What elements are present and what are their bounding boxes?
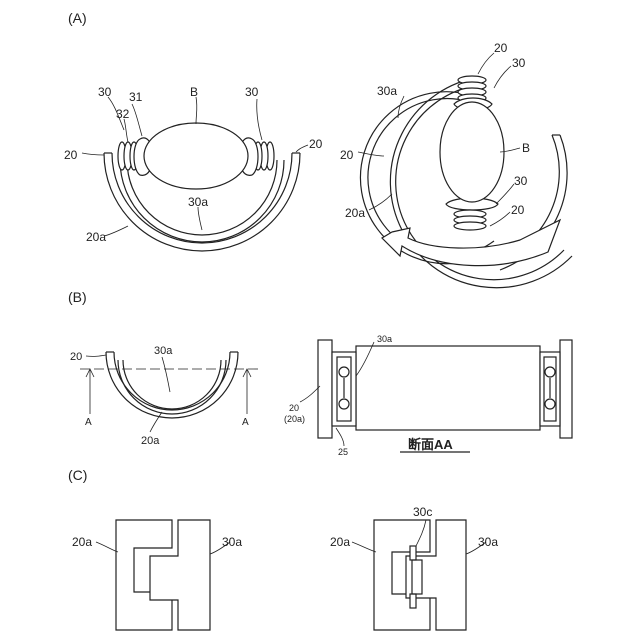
b-left-label-20: 20 [70,351,82,363]
panel-label-a: (A) [68,10,87,26]
a-left-label-20-left: 20 [64,148,78,162]
a-left-label-32: 32 [116,107,130,121]
c-left-label-20a: 20a [72,535,92,549]
c-right-label-30c: 30c [413,505,432,519]
panel-label-c: (C) [68,467,87,483]
a-right-label-20-top: 20 [494,41,508,55]
panel-c-left-drawing [96,520,230,630]
a-left-label-20-right: 20 [309,137,323,151]
b-right-label-30a: 30a [377,334,392,344]
b-left-label-20a: 20a [141,435,160,447]
b-left-label-A-left: A [85,417,92,428]
a-left-label-20a: 20a [86,230,106,244]
panel-b-right-drawing [300,340,572,452]
b-right-section-title: 断面AA [408,437,453,452]
a-right-label-20a: 20a [345,206,365,220]
c-right-label-20a: 20a [330,535,350,549]
a-right-label-30-top: 30 [512,56,526,70]
c-left-label-30a: 30a [222,535,242,549]
a-right-label-B: B [522,141,530,155]
panel-b-left-drawing [80,352,262,432]
b-left-label-30a: 30a [154,345,173,357]
a-left-label-30-right: 30 [245,85,259,99]
a-left-label-30a: 30a [188,195,208,209]
a-right-label-30a: 30a [377,84,397,98]
a-left-label-31: 31 [129,90,143,104]
b-right-label-25: 25 [338,447,348,457]
b-left-label-A-right: A [242,417,249,428]
panel-c-right-drawing [352,520,486,630]
a-right-label-30-bottom: 30 [514,174,528,188]
a-right-label-20-bottom: 20 [511,203,525,217]
b-right-label-20a-paren: (20a) [284,414,305,424]
a-left-label-B: B [190,85,198,99]
a-right-label-20: 20 [340,148,354,162]
b-right-label-20: 20 [289,403,299,413]
c-right-label-30a: 30a [478,535,498,549]
a-left-label-30-left: 30 [98,85,112,99]
panel-label-b: (B) [68,289,87,305]
